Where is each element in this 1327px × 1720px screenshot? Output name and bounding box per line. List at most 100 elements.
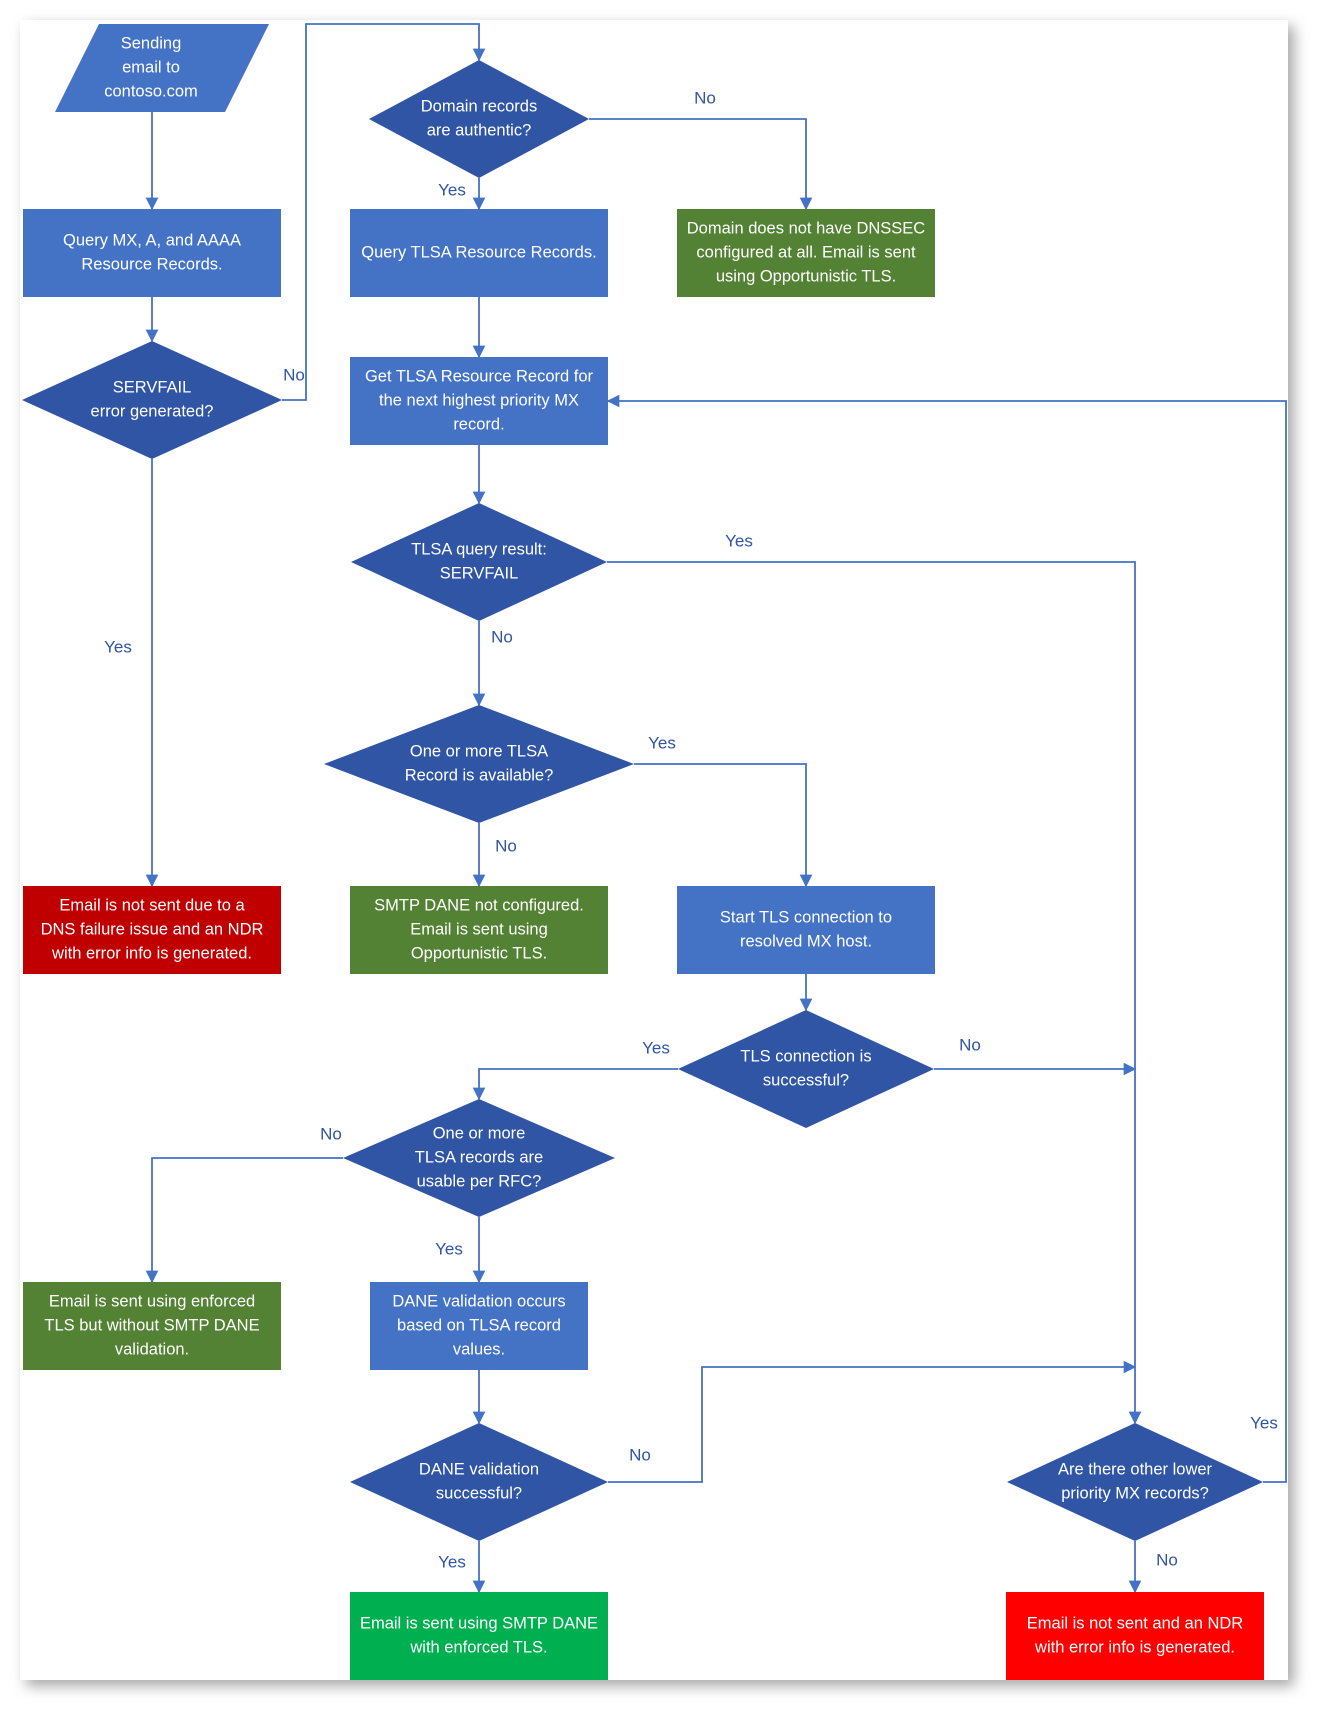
node-text-line: Domain records xyxy=(421,97,537,115)
node-no-dnssec: Domain does not have DNSSEC configured at… xyxy=(677,209,935,297)
edge-label-authentic-no: No xyxy=(694,88,716,107)
edge-label-tls-no: No xyxy=(959,1035,981,1054)
node-text-line: Get TLSA Resource Record for xyxy=(365,367,594,385)
edges-layer xyxy=(145,23,1287,1594)
edge-label-lower-yes: Yes xyxy=(1250,1413,1278,1432)
edge-authentic-no xyxy=(589,118,813,211)
node-text-line: DANE validation xyxy=(419,1460,539,1478)
edge-tlsa-servfail-yes xyxy=(607,561,1142,1425)
node-text-line: Sending xyxy=(121,34,182,52)
node-text-line: Email is sent using enforced xyxy=(49,1292,255,1310)
node-text-line: Opportunistic TLS. xyxy=(411,944,547,962)
node-text-line: based on TLSA record xyxy=(397,1316,561,1334)
node-text-line: resolved MX host. xyxy=(740,932,872,950)
node-text-line: SMTP DANE not configured. xyxy=(374,896,584,914)
edge-lower-yes xyxy=(606,394,1287,1483)
node-dane-not-configured: SMTP DANE not configured.Email is sent u… xyxy=(350,886,608,974)
node-text-line: Resource Records. xyxy=(81,255,222,273)
node-text-line: Email is not sent and an NDR xyxy=(1027,1614,1244,1632)
node-text-line: successful? xyxy=(763,1071,849,1089)
node-text-line: usable per RFC? xyxy=(417,1172,542,1190)
start-parallelogram xyxy=(55,24,269,112)
process-box xyxy=(350,886,608,974)
node-text-line: Query MX, A, and AAAA xyxy=(63,231,241,249)
node-sent-dane: Email is sent using SMTP DANE with enforc… xyxy=(350,1592,608,1680)
decision-diamond xyxy=(343,1099,615,1217)
node-text-line: DANE validation occurs xyxy=(392,1292,565,1310)
decision-diamond xyxy=(678,1010,934,1128)
node-query-tlsa: Query TLSA Resource Records. xyxy=(350,209,608,297)
process-box xyxy=(370,1282,588,1370)
node-tlsa-servfail: TLSA query result: SERVFAIL xyxy=(351,503,607,621)
node-query-mx: Query MX, A, and AAAA Resource Records. xyxy=(23,209,281,297)
node-text-line: are authentic? xyxy=(427,121,532,139)
node-text-line: Email is sent using SMTP DANE xyxy=(360,1614,598,1632)
process-box xyxy=(677,209,935,297)
node-text-line: Query TLSA Resource Records. xyxy=(361,243,596,261)
node-text-line: DNS failure issue and an NDR xyxy=(41,920,264,938)
node-text-line: Domain does not have DNSSEC xyxy=(687,219,926,237)
node-text-line: with enforced TLS. xyxy=(409,1638,547,1656)
node-text-line: configured at all. Email is sent xyxy=(696,243,916,261)
node-text-line: TLSA records are xyxy=(415,1148,543,1166)
node-text-line: priority MX records? xyxy=(1061,1484,1209,1502)
node-get-tlsa: Get TLSA Resource Record for the next hig… xyxy=(350,357,608,445)
node-text-line: with error info is generated. xyxy=(1034,1638,1235,1656)
edge-label-tlsa-servfail-yes: Yes xyxy=(725,531,753,550)
edge-available-yes xyxy=(634,763,813,888)
node-text-line: using Opportunistic TLS. xyxy=(716,267,896,285)
node-text-line: email to xyxy=(122,58,180,76)
decision-diamond xyxy=(22,341,282,459)
edge-label-available-no: No xyxy=(495,836,517,855)
process-box xyxy=(1006,1592,1264,1680)
node-text-line: SERVFAIL xyxy=(440,564,519,582)
edge-label-usable-yes: Yes xyxy=(435,1239,463,1258)
node-lower-mx: Are there other lower priority MX records… xyxy=(1007,1423,1263,1541)
node-text-line: TLS connection is xyxy=(740,1047,871,1065)
node-not-sent-ndr: Email is not sent and an NDR with error i… xyxy=(1006,1592,1264,1680)
edge-label-dane-no: No xyxy=(629,1445,651,1464)
node-text-line: Record is available? xyxy=(405,766,554,784)
node-text-line: TLSA query result: xyxy=(411,540,547,558)
node-servfail: SERVFAIL error generated? xyxy=(22,341,282,459)
decision-diamond xyxy=(1007,1423,1263,1541)
decision-diamond xyxy=(324,705,634,823)
process-box xyxy=(350,209,608,297)
node-text-line: the next highest priority MX xyxy=(379,391,579,409)
edge-label-usable-no: No xyxy=(320,1124,342,1143)
node-domain-authentic: Domain records are authentic? xyxy=(369,60,589,178)
process-box xyxy=(677,886,935,974)
node-text-line: record. xyxy=(453,415,504,433)
edge-label-servfail-no: No xyxy=(283,365,305,384)
node-text-line: values. xyxy=(453,1340,505,1358)
node-text-line: TLS but without SMTP DANE xyxy=(44,1316,259,1334)
node-text-line: SERVFAIL xyxy=(113,378,192,396)
process-box xyxy=(350,357,608,445)
decision-diamond xyxy=(350,1423,608,1541)
process-box xyxy=(23,209,281,297)
node-text-line: One or more TLSA xyxy=(410,742,548,760)
process-box xyxy=(350,1592,608,1680)
node-text-line: Email is not sent due to a xyxy=(59,896,245,914)
node-dns-failure: Email is not sent due to a DNS failure is… xyxy=(23,886,281,974)
node-text-line: with error info is generated. xyxy=(51,944,252,962)
edge-label-tlsa-servfail-no: No xyxy=(491,627,513,646)
node-dane-validation: DANE validation occurs based on TLSA reco… xyxy=(370,1282,588,1370)
decision-diamond xyxy=(351,503,607,621)
edge-label-tls-yes: Yes xyxy=(642,1038,670,1057)
process-box xyxy=(23,1282,281,1370)
process-box xyxy=(23,886,281,974)
edge-label-lower-no: No xyxy=(1156,1550,1178,1569)
edge-label-dane-yes: Yes xyxy=(438,1552,466,1571)
decision-diamond xyxy=(369,60,589,178)
edge-label-authentic-yes: Yes xyxy=(438,180,466,199)
node-text-line: error generated? xyxy=(91,402,214,420)
node-text-line: Are there other lower xyxy=(1058,1460,1213,1478)
